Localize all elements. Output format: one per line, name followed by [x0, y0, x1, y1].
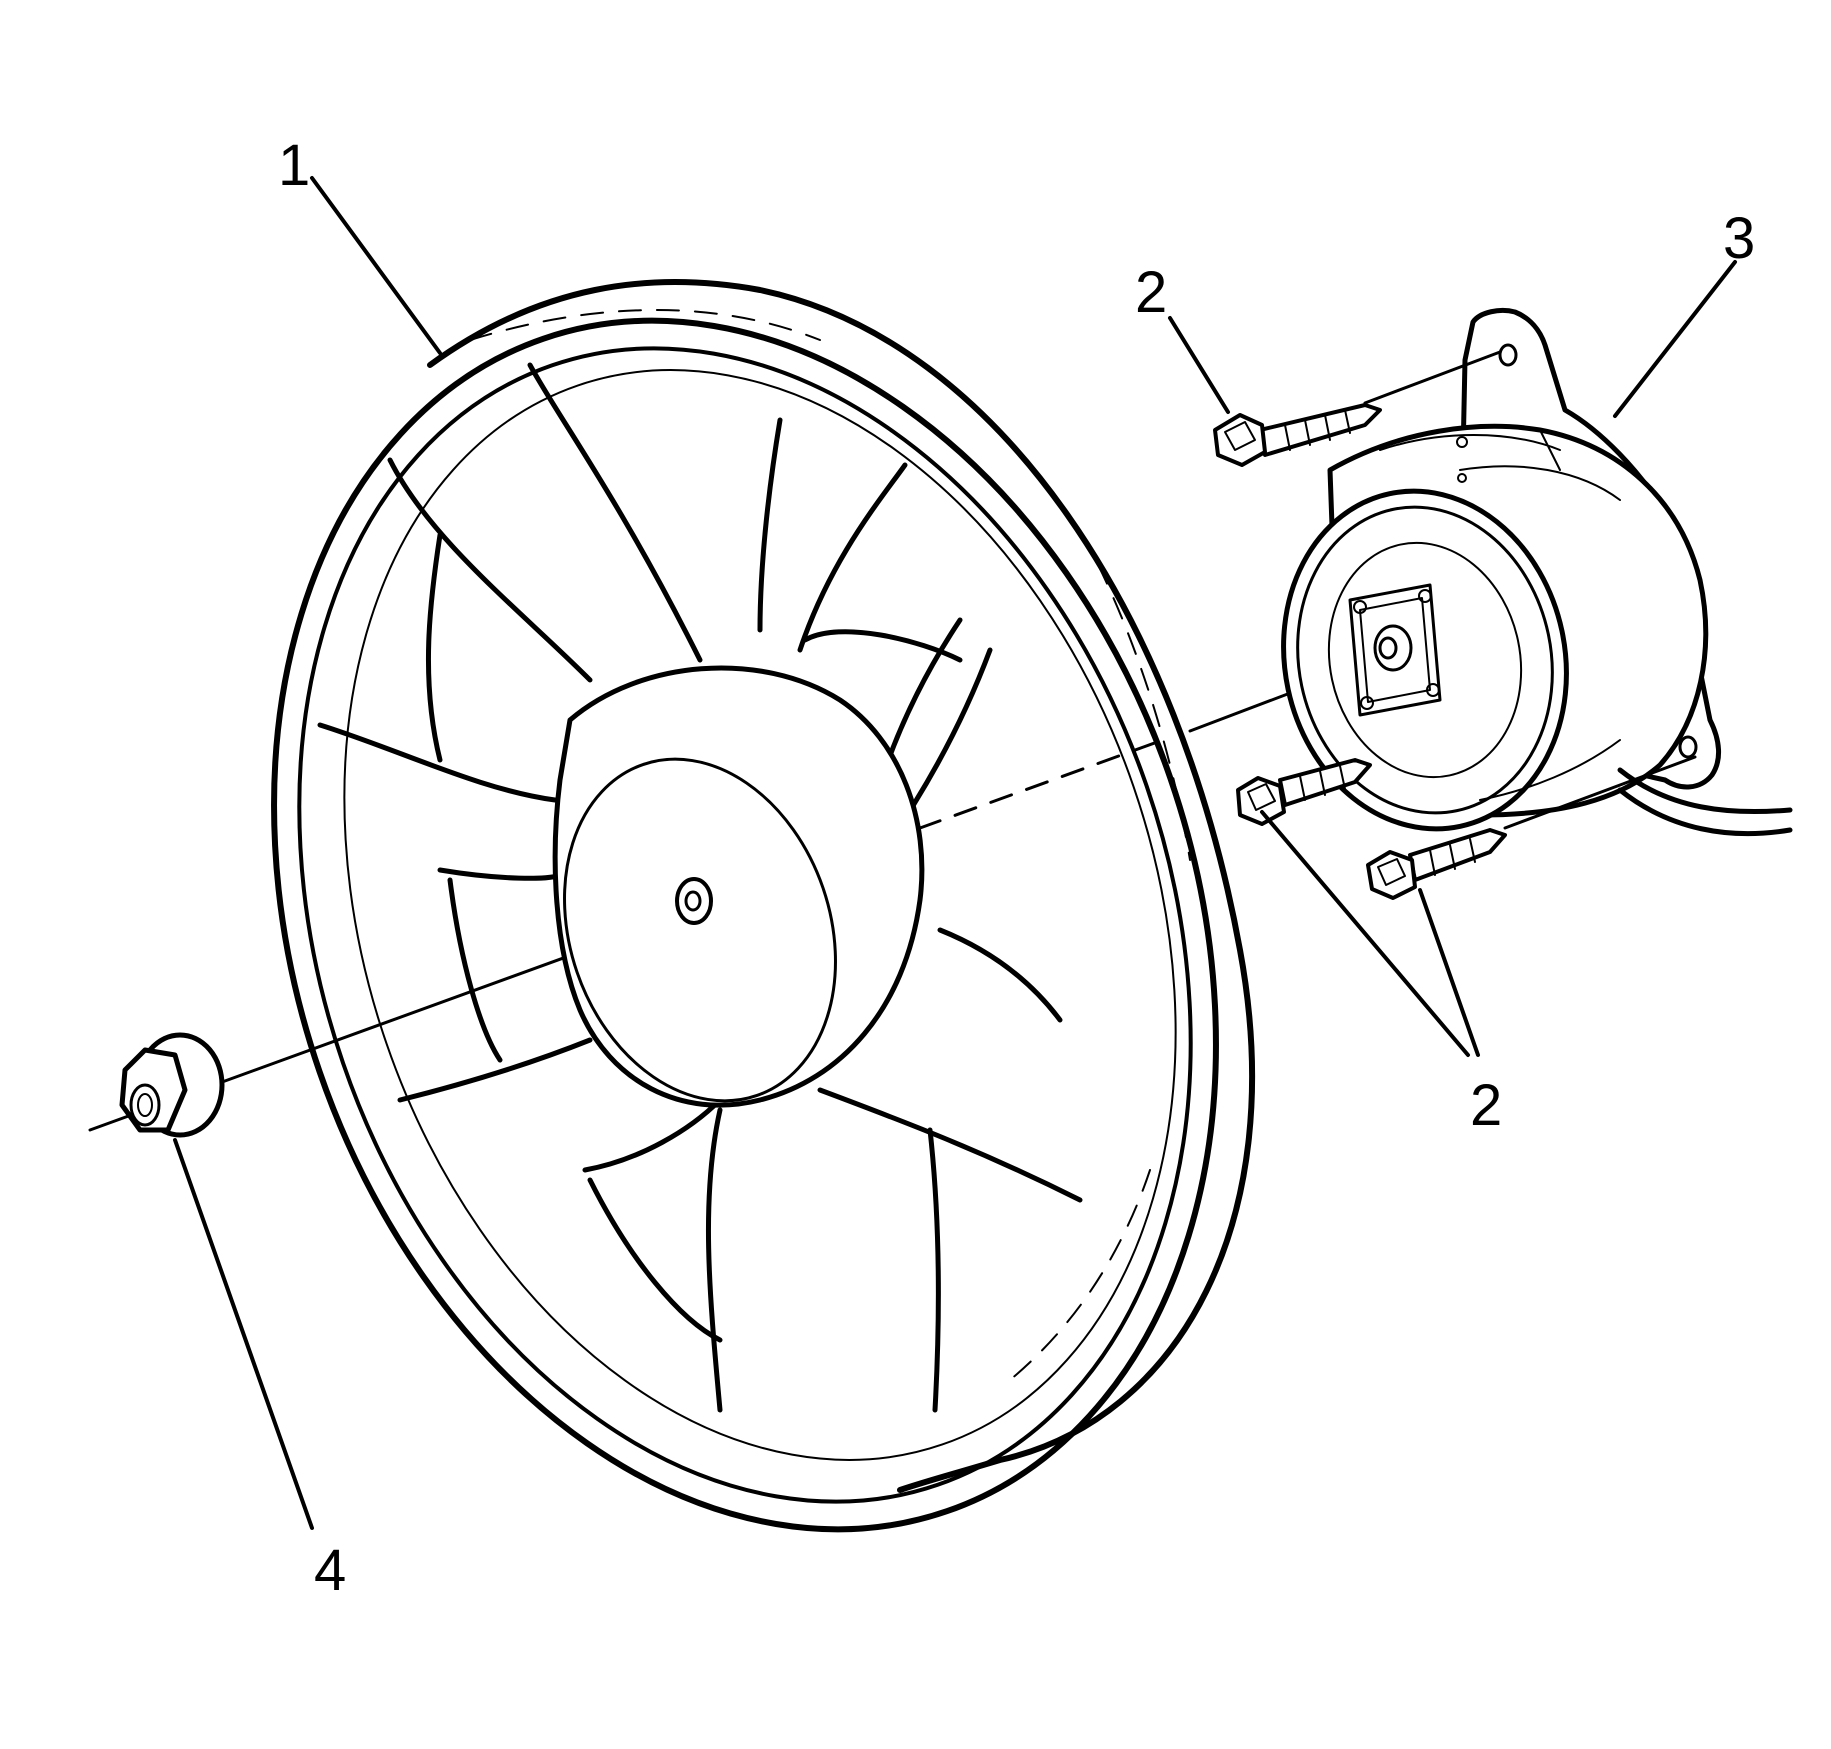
motor-front-face [1281, 488, 1569, 832]
screw-head-hex [1366, 850, 1417, 900]
fan-shroud-front-outer [271, 317, 1219, 1533]
screw-shank [1408, 828, 1507, 882]
fan-blade [797, 462, 908, 653]
fan-blade [437, 867, 563, 881]
fan-blade [937, 927, 1063, 1023]
fan-hub [552, 665, 925, 1108]
fan-shroud-front-inner [297, 346, 1193, 1504]
callout-label: 4 [314, 1538, 346, 1603]
leader-screw-middle [1260, 810, 1470, 1057]
fan-hub-body [552, 665, 925, 1108]
fan-blade-assembly [271, 279, 1255, 1533]
fan-motor [1281, 307, 1793, 837]
motor-front-face-inner [1296, 505, 1554, 815]
callout-label: 2 [1135, 260, 1167, 325]
motor-vent-hole [1456, 436, 1468, 448]
motor-wire-harness [1617, 787, 1793, 837]
motor-screw-bottom [1366, 755, 1697, 900]
motor-screw-top [1213, 350, 1502, 467]
screw-shank [1258, 403, 1382, 457]
fan-blade [527, 362, 703, 663]
callout-label: 3 [1723, 206, 1755, 271]
callout-label: 2 [1470, 1073, 1502, 1138]
motor-mount-hole [1498, 343, 1518, 367]
motor-can-detail [1379, 429, 1621, 801]
motor-screw-middle [1236, 758, 1372, 826]
motor-plate-screw [1353, 600, 1367, 614]
fan-blade [927, 1127, 941, 1413]
motor-shaft-plate-inner [1359, 597, 1431, 703]
fan-hub-bore-outer [675, 877, 713, 925]
motor-shaft-plate [1348, 583, 1442, 717]
screw-thread [1299, 765, 1346, 801]
fan-blade [387, 457, 593, 683]
callout-labels: 1 2 3 2 4 [278, 133, 1755, 1603]
fan-shroud-back [427, 279, 1255, 1493]
motor-mount-hole [1678, 735, 1698, 759]
nut-bore [129, 1083, 161, 1127]
motor-vent-hole [1457, 473, 1467, 483]
fan-hub-bore-inner [684, 890, 702, 912]
motor-wire-harness [1617, 767, 1793, 815]
fan-hub-face [563, 757, 837, 1103]
screw-head-hex [1236, 776, 1286, 826]
fan-shroud-lip [343, 369, 1177, 1461]
fan-blade [587, 1177, 723, 1343]
callout-leaders [173, 176, 1737, 1530]
screw-thread [1429, 838, 1476, 876]
leader-nut [173, 1138, 314, 1530]
fan-blade [425, 532, 443, 763]
screw-head-hex-face [1377, 858, 1406, 886]
fan-blade [802, 629, 963, 663]
fan-blade [317, 722, 558, 803]
nut-bore-inner [137, 1093, 153, 1117]
leader-motor [1613, 260, 1737, 418]
screw-head-hex-face [1224, 421, 1256, 451]
leader-screw-bottom [1418, 888, 1480, 1057]
callout-label: 1 [278, 133, 310, 198]
fan-blade [817, 1087, 1083, 1203]
leader-screw-top [1168, 316, 1230, 414]
fan-blade [447, 877, 503, 1063]
motor-front-face-ring [1327, 541, 1523, 779]
motor-shaft [1378, 636, 1398, 660]
fan-blade [757, 417, 783, 633]
fan-blade [705, 1107, 723, 1413]
screw-head-hex-face [1247, 783, 1276, 811]
fan-shroud-hidden-edge [469, 309, 1191, 1381]
fan-blades [317, 362, 1083, 1413]
screw-thread [1284, 409, 1351, 451]
fan-retaining-nut [119, 1032, 225, 1138]
screw-head-hex [1213, 413, 1267, 467]
motor-plate-screw [1426, 683, 1440, 697]
leader-fan-blade [310, 176, 442, 355]
fan-blade [582, 1097, 723, 1173]
motor-plate-screw [1418, 589, 1432, 603]
motor-plate-screw [1360, 696, 1374, 710]
fan-blade [397, 1037, 593, 1103]
